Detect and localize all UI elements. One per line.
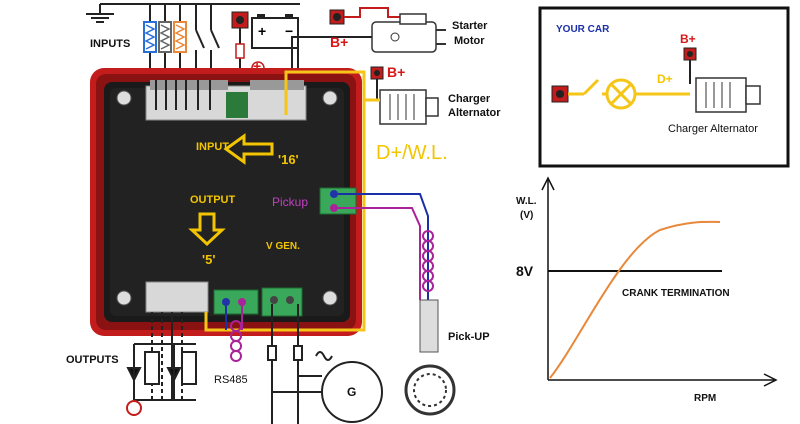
fuse-icon	[235, 43, 245, 59]
output-connector	[145, 281, 209, 313]
pickup-label: Pickup	[272, 195, 309, 209]
outputs-label: OUTPUTS	[66, 354, 119, 366]
starter-motor-label-line1: Starter	[452, 20, 488, 32]
inputs-label: INPUTS	[90, 38, 131, 50]
pickup-coil-icon	[422, 230, 434, 292]
controller-module	[90, 68, 362, 336]
starter-motor-icon	[291, 7, 446, 80]
your-car-panel	[538, 6, 790, 168]
generator-icon	[321, 361, 383, 423]
graph-y-label-v: (V)	[520, 210, 534, 221]
starter-motor-label-line2: Motor	[454, 35, 485, 47]
output-relays	[126, 312, 197, 401]
pick-up-label: Pick-UP	[448, 331, 490, 343]
alternator-b-plus-label: B+	[387, 64, 406, 80]
screw-icon	[116, 290, 132, 306]
svg-text:−: −	[285, 23, 293, 39]
car-b-plus-label: B+	[680, 32, 696, 46]
graph-8v-label: 8V	[516, 263, 534, 279]
charger-alternator-label-line2: Alternator	[448, 107, 501, 119]
v-gen-terminal	[261, 287, 303, 317]
d-plus-wire	[204, 70, 366, 332]
rs485-terminal	[213, 289, 259, 315]
car-d-plus-label: D+	[657, 72, 673, 86]
v-gen-label: V GEN.	[266, 241, 300, 252]
your-car-label: YOUR CAR	[556, 24, 610, 35]
pickup-sensor-icon	[419, 299, 439, 353]
generator-label: G	[347, 385, 357, 399]
charger-alternator-icon	[370, 66, 439, 125]
pickup-cable	[338, 193, 429, 300]
input-sensors	[143, 4, 187, 80]
crank-termination-label: CRANK TERMINATION	[622, 288, 730, 299]
starter-b-plus-label: B+	[330, 34, 349, 50]
svg-text:+: +	[258, 23, 266, 39]
generator-wiring	[267, 304, 333, 424]
charger-alternator-label-line1: Charger	[448, 93, 491, 105]
screw-icon	[116, 90, 132, 106]
output-count-label: '5'	[202, 252, 216, 267]
input-arrow-icon	[223, 133, 274, 165]
flywheel-icon	[404, 364, 456, 416]
d-plus-wl-label: D+/W.L.	[376, 142, 448, 164]
input-label: INPUT	[196, 141, 229, 153]
output-label: OUTPUT	[190, 194, 236, 206]
wl-rpm-graph	[541, 176, 778, 387]
graph-y-label-wl: W.L.	[516, 196, 537, 207]
input-count-label: '16'	[278, 152, 299, 167]
pickup-terminal	[319, 187, 357, 215]
battery-plus-label: +	[253, 58, 262, 74]
screw-icon	[322, 90, 338, 106]
rs485-label: RS485	[214, 374, 248, 386]
graph-rpm-label: RPM	[694, 393, 717, 404]
car-charger-alternator-label: Charger Alternator	[668, 123, 758, 135]
wl-curve	[549, 220, 721, 379]
car-alternator-icon	[695, 77, 761, 113]
input-wires	[155, 80, 211, 110]
output-plus-terminal-icon	[126, 400, 142, 416]
battery-icon: + −	[231, 11, 299, 80]
screw-icon	[322, 290, 338, 306]
ground-icon	[86, 4, 114, 23]
output-arrow-icon	[188, 212, 226, 247]
